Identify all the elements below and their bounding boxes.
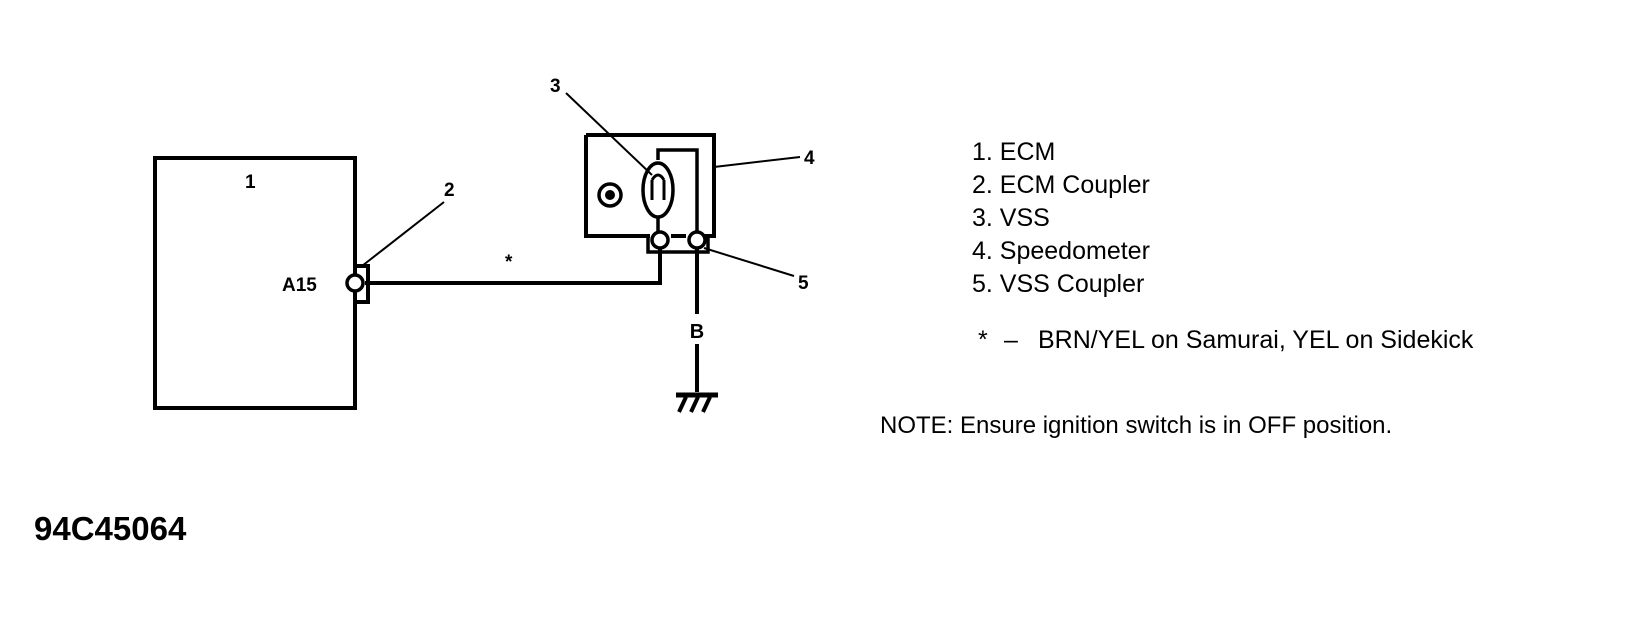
footnote-marker: * — [978, 326, 988, 354]
speedometer-leader — [713, 156, 801, 168]
component-legend: 1. ECM 2. ECM Coupler 3. VSS 4. Speedome… — [972, 136, 1150, 301]
terminal-label-a15: A15 — [282, 275, 317, 296]
footnote-separator: – — [1004, 326, 1018, 354]
figure-id: 94C45064 — [34, 510, 187, 547]
wire-color-footnote: *–BRN/YEL on Samurai, YEL on Sidekick — [978, 326, 1473, 355]
legend-item: 2. ECM Coupler — [972, 171, 1150, 199]
vss-coupler-callout: 5 — [798, 273, 809, 294]
legend-item: 4. Speedometer — [972, 237, 1150, 265]
ecm-box — [153, 156, 357, 410]
vss-leader — [565, 92, 653, 176]
speedometer-callout: 4 — [804, 148, 815, 169]
ecm-coupler-leader — [361, 201, 445, 267]
legend-item: 1. ECM — [972, 138, 1056, 166]
gauge-icon — [597, 182, 623, 208]
signal-wire — [365, 246, 662, 285]
vss-sensor — [641, 148, 699, 236]
ecm-callout: 1 — [245, 172, 256, 193]
footnote-text: BRN/YEL on Samurai, YEL on Sidekick — [1038, 326, 1474, 354]
ecm-coupler — [345, 264, 370, 304]
ground-wire-label-bg — [681, 314, 713, 344]
ground-icon — [676, 392, 718, 413]
legend-item: 3. VSS — [972, 204, 1050, 232]
ground-wire-label: B — [690, 321, 704, 343]
ecm-coupler-callout: 2 — [444, 180, 455, 201]
vss-coupler-leader — [703, 247, 795, 277]
vss-callout: 3 — [550, 76, 561, 97]
ignition-note: NOTE: Ensure ignition switch is in OFF p… — [880, 412, 1393, 439]
legend-item: 5. VSS Coupler — [972, 270, 1145, 298]
wire-color-marker: * — [505, 252, 513, 273]
